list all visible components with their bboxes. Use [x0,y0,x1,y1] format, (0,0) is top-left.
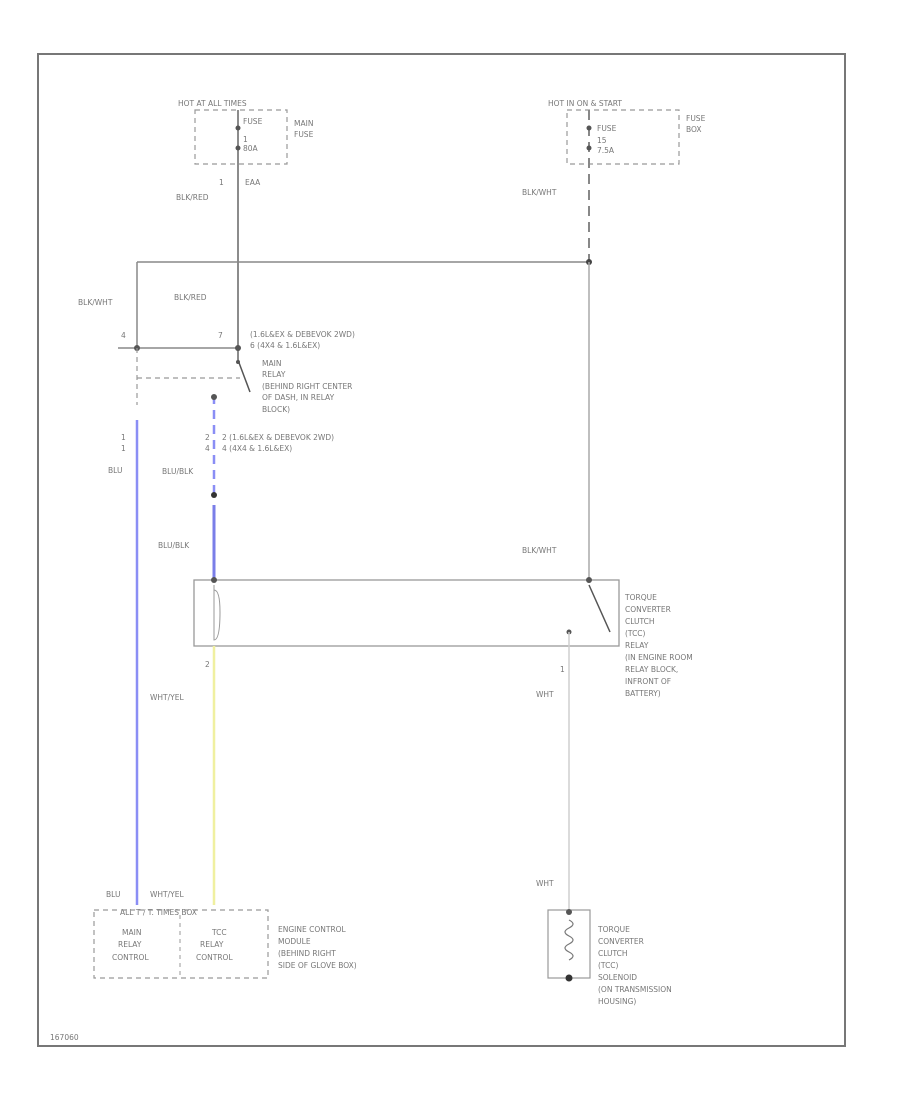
wire-label-blu-blk-upper: BLU/BLK [162,467,194,476]
svg-text:1: 1 [121,444,126,453]
svg-text:OF DASH, IN RELAY: OF DASH, IN RELAY [262,393,335,402]
svg-text:CONTROL: CONTROL [196,953,233,962]
svg-text:7.5A: 7.5A [597,146,615,155]
svg-text:2 (1.6L&EX & DEBEVOK 2WD): 2 (1.6L&EX & DEBEVOK 2WD) [222,433,334,442]
svg-text:2: 2 [205,433,210,442]
wire-label-blk-wht-left: BLK/WHT [78,298,113,307]
svg-text:1: 1 [121,433,126,442]
fuse-box-right: HOT IN ON & START FUSE 15 7.5A FUSE BOX [548,99,706,165]
svg-text:RELAY: RELAY [200,940,224,949]
wire-label-blu: BLU [108,466,122,475]
svg-text:TORQUE: TORQUE [624,593,657,602]
svg-text:4: 4 [205,444,210,453]
svg-text:ALL T / T. TIMES BOX: ALL T / T. TIMES BOX [120,908,197,917]
wire-label-blu-blk-lower: BLU/BLK [158,541,190,550]
wire-label-blk-wht-right-upper: BLK/WHT [522,188,557,197]
svg-text:FUSE: FUSE [243,117,263,126]
footer-code: 167060 [50,1033,79,1042]
svg-text:(IN ENGINE ROOM: (IN ENGINE ROOM [625,653,693,662]
svg-text:(ON TRANSMISSION: (ON TRANSMISSION [598,985,672,994]
svg-text:(BEHIND RIGHT CENTER: (BEHIND RIGHT CENTER [262,382,352,391]
svg-text:HOUSING): HOUSING) [598,997,636,1006]
svg-text:CONVERTER: CONVERTER [625,605,671,614]
svg-text:RELAY: RELAY [625,641,649,650]
svg-text:80A: 80A [243,144,259,153]
svg-text:7: 7 [218,331,223,340]
svg-text:FUSE: FUSE [597,124,617,133]
tcc-solenoid: TORQUE CONVERTER CLUTCH (TCC) SOLENOID (… [547,909,672,1006]
svg-text:MAIN: MAIN [262,359,281,368]
svg-text:WHT/YEL: WHT/YEL [150,890,184,899]
svg-text:SIDE OF GLOVE BOX): SIDE OF GLOVE BOX) [278,961,357,970]
svg-text:4: 4 [121,331,126,340]
svg-text:TCC: TCC [211,928,227,937]
svg-text:BLU: BLU [106,890,120,899]
svg-text:1: 1 [560,665,565,674]
svg-text:MAIN: MAIN [294,119,313,128]
svg-text:FUSE: FUSE [294,130,314,139]
svg-text:2: 2 [205,660,210,669]
svg-text:MODULE: MODULE [278,937,311,946]
svg-text:15: 15 [597,136,607,145]
tcc-relay: 2 1 TORQUE CONVERTER CLUTCH (TCC) RELAY … [193,577,693,698]
svg-text:(1.6L&EX & DEBEVOK 2WD): (1.6L&EX & DEBEVOK 2WD) [250,330,355,339]
wire-label-wht-bottom: WHT [536,879,554,888]
wire-label-blk-red-lower: BLK/RED [174,293,207,302]
svg-text:RELAY BLOCK,: RELAY BLOCK, [625,665,678,674]
engine-control-module: BLU WHT/YEL ALL T / T. TIMES BOX MAIN RE… [93,890,357,979]
svg-text:CONTROL: CONTROL [112,953,149,962]
svg-text:FUSE: FUSE [686,114,706,123]
fuse-box-right-header: HOT IN ON & START [548,99,622,108]
svg-text:BOX: BOX [686,125,702,134]
svg-text:TORQUE: TORQUE [597,925,630,934]
svg-text:(TCC): (TCC) [625,629,646,638]
svg-text:RELAY: RELAY [118,940,142,949]
svg-text:ENGINE CONTROL: ENGINE CONTROL [278,925,347,934]
wire-label-blk-wht-right-lower: BLK/WHT [522,546,557,555]
svg-text:(TCC): (TCC) [598,961,619,970]
svg-text:CLUTCH: CLUTCH [625,617,655,626]
diagram-frame [37,53,846,1047]
wire-label-wht-yel: WHT/YEL [150,693,184,702]
main-fuse-header: HOT AT ALL TIMES [178,99,247,108]
svg-text:CLUTCH: CLUTCH [598,949,628,958]
wire-label-wht-right: WHT [536,690,554,699]
svg-text:RELAY: RELAY [262,370,286,379]
svg-text:BATTERY): BATTERY) [625,689,661,698]
svg-text:MAIN: MAIN [122,928,141,937]
svg-text:CONVERTER: CONVERTER [598,937,644,946]
main-relay: 4 7 (1.6L&EX & DEBEVOK 2WD) 6 (4X4 & 1.6… [118,330,355,453]
svg-text:1: 1 [219,178,224,187]
svg-text:EAA: EAA [245,178,261,187]
main-fuse-box: HOT AT ALL TIMES FUSE 1 80A MAIN FUSE 1 … [178,99,314,187]
svg-text:(BEHIND RIGHT: (BEHIND RIGHT [278,949,336,958]
svg-text:4 (4X4 & 1.6L&EX): 4 (4X4 & 1.6L&EX) [222,444,292,453]
svg-text:6 (4X4 & 1.6L&EX): 6 (4X4 & 1.6L&EX) [250,341,320,350]
wire-label-blk-red-upper: BLK/RED [176,193,209,202]
svg-text:BLOCK): BLOCK) [262,405,290,414]
svg-text:INFRONT OF: INFRONT OF [625,677,671,686]
svg-text:1: 1 [243,135,248,144]
svg-text:SOLENOID: SOLENOID [598,973,637,982]
